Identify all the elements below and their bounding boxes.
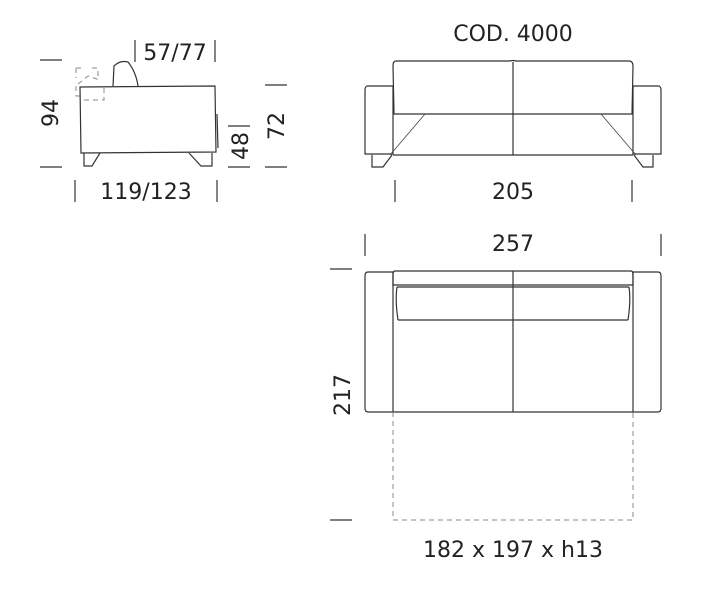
leg-right [633, 154, 654, 168]
overall-width-label: 257 [492, 232, 534, 257]
back-cushions [392, 59, 634, 115]
arm-right-top [632, 271, 662, 413]
leg-right [188, 152, 213, 167]
backrest-top [392, 270, 634, 286]
arm-left-top [364, 271, 394, 413]
seat-depth-label: 57/77 [143, 41, 206, 66]
backrest-outline [112, 60, 139, 87]
seat-height-label: 48 [229, 132, 254, 160]
seat-edge-left [389, 113, 426, 156]
leg-left [83, 152, 101, 167]
top-view: 257 217 182 x 197 x h13 [330, 232, 662, 563]
open-depth-label: 217 [331, 374, 356, 416]
arm-right [632, 85, 662, 155]
product-code: COD. 4000 [453, 22, 573, 47]
seat-cushion-fronts [395, 286, 631, 321]
arm-left [364, 85, 394, 155]
leg-left [371, 154, 393, 168]
overall-height-label: 94 [39, 99, 64, 127]
seat-width-label: 205 [492, 180, 534, 205]
bed-extension-dashed [392, 412, 634, 521]
front-view: COD. 4000 205 [364, 22, 662, 205]
depth-label: 119/123 [100, 180, 191, 205]
mattress-size-label: 182 x 197 x h13 [423, 538, 603, 563]
side-body-edge [216, 113, 219, 149]
headrest-dashed-outline [75, 67, 105, 101]
side-body-outline [79, 85, 217, 154]
side-view: 57/77 94 48 72 119/123 [39, 40, 290, 205]
arm-height-label: 72 [265, 112, 290, 140]
seat-edge-right [600, 113, 637, 156]
